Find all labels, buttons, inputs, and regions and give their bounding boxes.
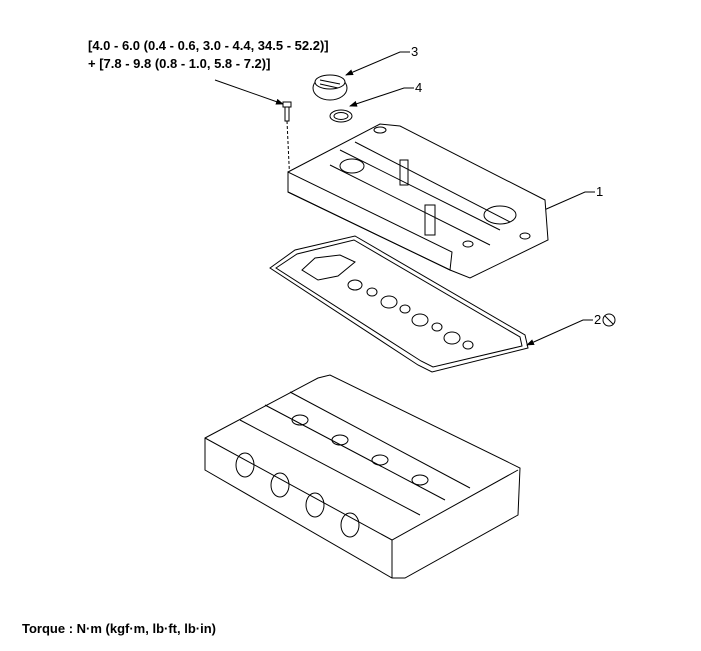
filler-cap-seal	[329, 109, 353, 123]
torque-spec-line1: [4.0 - 6.0 (0.4 - 0.6, 3.0 - 4.4, 34.5 -…	[88, 38, 329, 53]
bolt	[282, 101, 292, 186]
oil-filler-cap	[312, 74, 348, 101]
cylinder-head-cover	[287, 123, 549, 279]
bolt-leader	[214, 79, 284, 105]
torque-spec-line2: + [7.8 - 9.8 (0.8 - 1.0, 5.8 - 7.2)]	[88, 56, 271, 71]
leader-2	[526, 319, 593, 346]
leader-1	[534, 191, 595, 215]
cylinder-head-cover-gasket	[269, 235, 529, 373]
prohibited-icon	[602, 313, 616, 327]
callout-1: 1	[596, 184, 604, 199]
callout-4: 4	[415, 80, 423, 95]
callout-3: 3	[411, 44, 419, 59]
leader-4	[349, 87, 414, 107]
leader-3	[345, 51, 410, 76]
callout-2: 2	[594, 312, 602, 327]
cylinder-head	[204, 374, 521, 579]
torque-units-note: Torque : N·m (kgf·m, lb·ft, lb·in)	[22, 621, 216, 636]
